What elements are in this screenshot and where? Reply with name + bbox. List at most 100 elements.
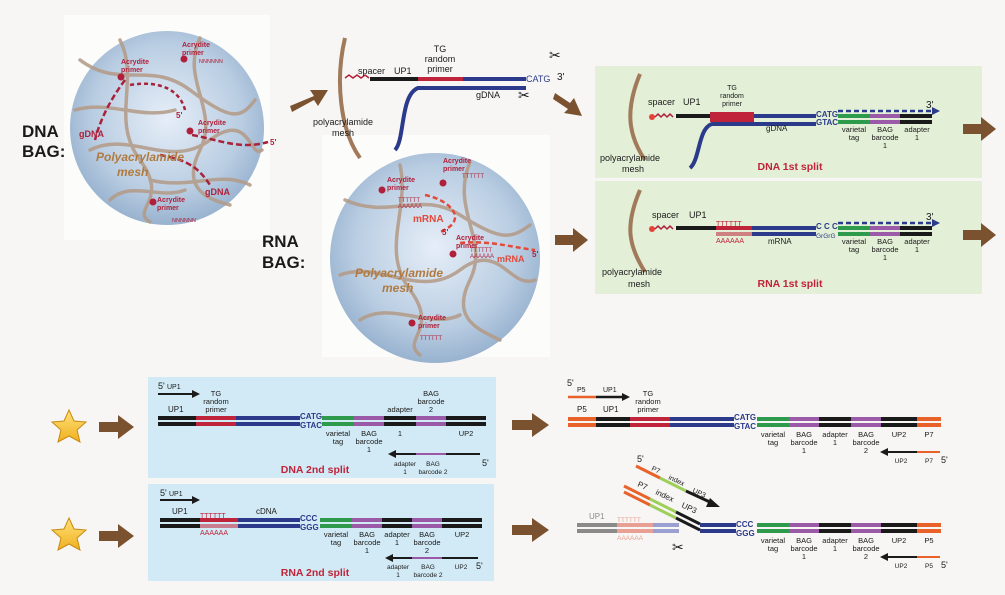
- rna1-varietal-bar: [838, 226, 870, 230]
- rna-acrydite-dot-1: [378, 186, 386, 194]
- rna-bag-label-1: RNA: [262, 232, 299, 251]
- frna-adapter-1: adapter: [822, 536, 848, 545]
- dna1-adapter-bar-2: [900, 120, 932, 124]
- dna-acrydite-dot-1: [117, 73, 125, 81]
- frna-rev-five: 5': [941, 560, 948, 570]
- frna-bag2-2: barcode: [852, 544, 879, 553]
- frna-varietal-1: varietal: [761, 536, 786, 545]
- dna1-spacer-label: spacer: [648, 97, 675, 107]
- dna-gdna-label-2: gDNA: [205, 187, 230, 197]
- dna2-up2: UP2: [459, 429, 474, 438]
- dna2-adapter-bar-2: [384, 422, 416, 426]
- fdna-bag2-bar-2: [851, 423, 881, 427]
- dna2-bag2-3: 2: [429, 405, 433, 414]
- fdna-catg: CATG: [734, 413, 756, 422]
- rna2-rev-adapter-2: 1: [396, 572, 400, 579]
- dna2-bag1-bar: [354, 416, 384, 420]
- flow-arrow-9: [512, 518, 549, 542]
- frna-bag1-bar-2: [789, 529, 819, 533]
- rna2-ccc: CCC: [300, 514, 318, 523]
- fdna-p5-bar-2: [568, 423, 596, 427]
- rna1-polya-label: AAAAAA: [716, 238, 744, 245]
- rna-split2: 5' UP1 UP1 TTTTTT AAAAAA cDNA CCC GGG va…: [160, 488, 483, 579]
- rna-acrydite-dot-3: [449, 250, 457, 258]
- dna2-up1-bar-2: [158, 422, 196, 426]
- rna2-adapter-bar: [382, 518, 412, 522]
- dna-split2: 5' UP1 UP1 TG random primer CATG GTAC va…: [158, 381, 489, 476]
- fdna-bag2-3: 2: [864, 446, 868, 455]
- dna-acrydite-label-3b: primer: [198, 128, 220, 135]
- dna-split1: spacer UP1 TG random primer gDNA CATG GT…: [600, 73, 940, 174]
- dna-bag-label-1: DNA: [22, 122, 59, 141]
- dna1-adapter-bar: [900, 114, 932, 118]
- fdna-tg-1: TG: [643, 389, 654, 398]
- rna2-bag2-3: 2: [425, 546, 429, 555]
- frna-cdna-faded-2: [653, 529, 679, 533]
- fdna-p5-bar: [568, 417, 596, 421]
- fdna-rev-up2: UP2: [895, 458, 908, 465]
- dna1-catg: CATG: [816, 110, 838, 119]
- dna2-tg-bar: [196, 416, 236, 420]
- fdna-p5: P5: [577, 405, 587, 414]
- frna-up1-bar: [577, 523, 617, 527]
- frna-bag1-bar: [789, 523, 819, 527]
- frna-p7-strand-1: [623, 484, 651, 501]
- top-gdna-strand: [393, 86, 526, 152]
- dna-bag-sphere: [70, 31, 264, 225]
- dna2-up1-label: UP1: [168, 405, 184, 414]
- fdna-p7-bar: [917, 417, 941, 421]
- fdna-p7: P7: [924, 430, 933, 439]
- rna2-up1-bar: [160, 518, 200, 522]
- dna2-adapter-bar: [384, 416, 416, 420]
- rna1-spacer-label: spacer: [652, 210, 679, 220]
- fdna-bag1-2: barcode: [790, 438, 817, 447]
- rna1-ggg: GrGrG: [816, 233, 836, 240]
- dna-random-label-1: NNNNNN: [199, 59, 223, 65]
- rna1-mrna-bottom: [752, 232, 816, 236]
- dna2-rev-bag-2: barcode 2: [419, 469, 448, 476]
- top-construct: spacer UP1 TG random primer CATG 3' gDNA…: [313, 37, 565, 160]
- frna-varietal-2: tag: [768, 544, 778, 553]
- dna2-rev-five: 5': [482, 458, 489, 468]
- rna1-bag-bar-2: [870, 232, 900, 236]
- rna1-mrna-top: [752, 226, 816, 230]
- dna2-up1-bar: [158, 416, 196, 420]
- dna2-bag1-3: 1: [367, 445, 371, 454]
- dna1-anchor-dot: [649, 114, 655, 120]
- dna-five-prime-1: 5': [176, 111, 182, 120]
- rna2-rev-up2: UP2: [455, 564, 468, 571]
- fdna-dna-bar: [670, 417, 734, 421]
- rna2-bag2-1: BAG: [419, 530, 435, 539]
- rna-polyt-label-2: TTTTTT: [462, 174, 484, 180]
- dna1-gtac: GTAC: [816, 118, 838, 127]
- top-up1-label: UP1: [394, 66, 412, 76]
- rna-bag-label-2: BAG:: [262, 253, 305, 272]
- rna2-bag1-bar: [352, 518, 382, 522]
- dna2-varietal-bar: [322, 416, 354, 420]
- rna-acrydite-label-1a: Acrydite: [387, 177, 415, 184]
- rna2-ggg: GGG: [300, 523, 319, 532]
- dna2-adapter-2: 1: [398, 429, 402, 438]
- fdna-rev-p7: P7: [925, 458, 933, 465]
- dna-random-label-2: NNNNNN: [172, 218, 196, 224]
- dna-acrydite-label-1b: primer: [121, 67, 143, 74]
- frna-bag1-1: BAG: [796, 536, 812, 545]
- rna-polya-label-1: AAAAAA: [398, 204, 422, 210]
- frna-polyt-bar: [617, 523, 653, 527]
- rna2-rev-five: 5': [476, 561, 483, 571]
- rna1-mesh-fiber: [628, 189, 647, 274]
- rna2-polyt-bar: [200, 518, 238, 522]
- dna1-up1-bar: [676, 114, 710, 118]
- top-scissors-icon-2: ✂: [518, 87, 530, 103]
- fdna-up2: UP2: [892, 430, 907, 439]
- rna2-up1-bar-2: [160, 524, 200, 528]
- dna1-gdna-top: [754, 114, 816, 118]
- dna1-gdna-label: gDNA: [766, 124, 788, 133]
- dna1-up1-label: UP1: [683, 97, 701, 107]
- rna-acrydite-label-4a: Acrydite: [418, 315, 446, 322]
- top-gdna-bar-1: [463, 77, 526, 81]
- frna-p5-bar: [917, 523, 941, 527]
- dna2-adapter-1: adapter: [387, 405, 413, 414]
- rna2-bag2-bar-2: [412, 524, 442, 528]
- rna-split1-panel: [595, 181, 982, 294]
